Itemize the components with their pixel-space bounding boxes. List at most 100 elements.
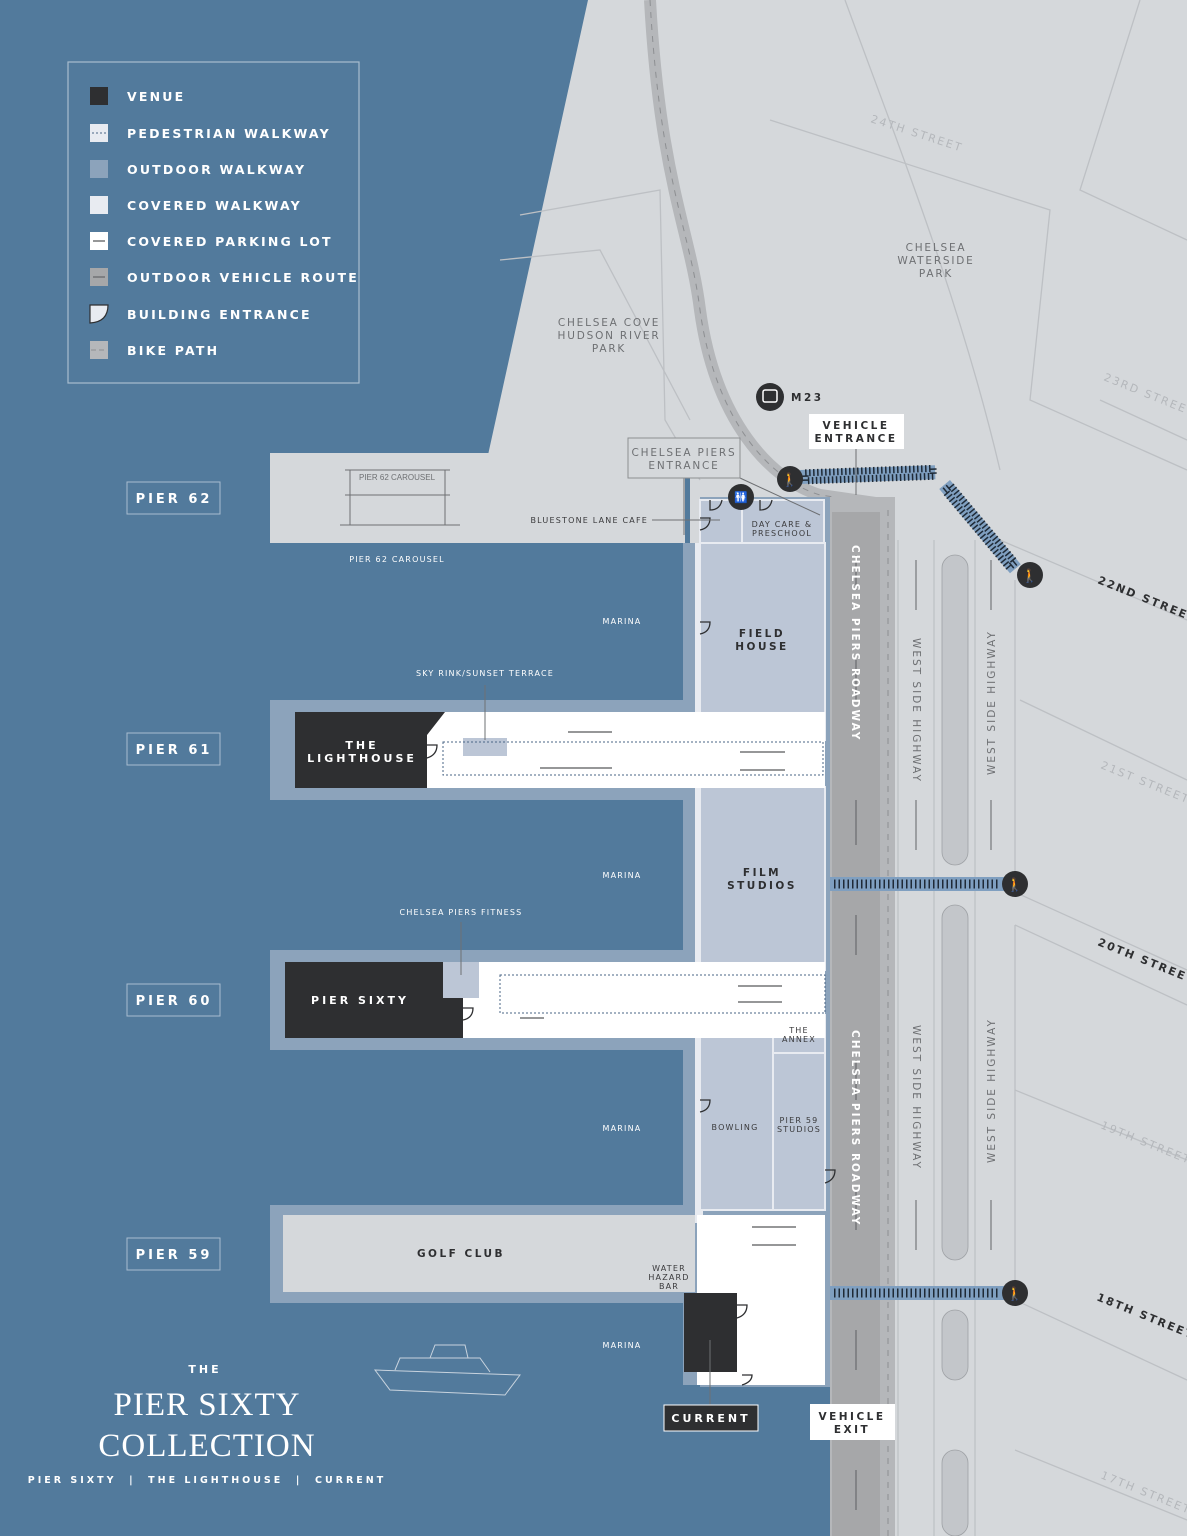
chelsea-piers-entrance-box bbox=[627, 437, 741, 479]
svg-text:PIER SIXTY | THE LIGHTHOUSE: PIER SIXTY | THE LIGHTHOUSE | CURRENT bbox=[28, 1475, 386, 1486]
roadway-label: CHELSEA PIERS ROADWAY bbox=[849, 545, 861, 741]
chelsea-piers-entrance-2: ENTRANCE bbox=[648, 460, 719, 472]
vehicle-exit-1: VEHICLE bbox=[818, 1411, 885, 1423]
outdoor-walkway-swatch bbox=[90, 160, 108, 178]
svg-text:BUILDING ENTRANCE: BUILDING ENTRANCE bbox=[127, 307, 312, 322]
pier-sixty-venue bbox=[285, 962, 463, 1038]
water-hazard-label-1: WATER bbox=[652, 1264, 686, 1273]
waterside-park-label-2: WATERSIDE bbox=[897, 255, 974, 267]
building-entrance-icons bbox=[426, 499, 836, 1386]
venue-swatch bbox=[90, 87, 108, 105]
pier-59-studios-label-2: STUDIOS bbox=[777, 1125, 821, 1134]
brand-logo: THE PIER SIXTY COLLECTION PIER SIXTY | T… bbox=[28, 1363, 386, 1486]
day-care-label-2: PRESCHOOL bbox=[752, 529, 812, 538]
pier-59-label: PIER 59 bbox=[136, 1248, 213, 1263]
parking-arrows bbox=[520, 731, 796, 1246]
svg-text:🚶: 🚶 bbox=[1007, 877, 1023, 892]
svg-text:OUTDOOR WALKWAY: OUTDOOR WALKWAY bbox=[127, 162, 306, 177]
svg-text:PIER SIXTY: PIER SIXTY bbox=[114, 1387, 301, 1423]
annex-label-1: THE bbox=[788, 1026, 809, 1035]
bus-icon bbox=[756, 383, 784, 411]
crosswalks bbox=[800, 464, 1021, 1300]
lighthouse-label-2: LIGHTHOUSE bbox=[307, 752, 417, 765]
chelsea-cove-label-2: HUDSON RIVER bbox=[558, 330, 661, 342]
pedestrian-crossing-icon: 🚶 🚶 🚶 🚶 bbox=[777, 466, 1043, 1306]
roadway-label: CHELSEA PIERS ROADWAY bbox=[849, 1030, 861, 1226]
svg-text:BIKE PATH: BIKE PATH bbox=[127, 343, 219, 358]
field-house-building bbox=[699, 542, 826, 741]
svg-text:🚶: 🚶 bbox=[782, 472, 798, 487]
waterside-park-label-1: CHELSEA bbox=[906, 242, 967, 254]
pier-60-label: PIER 60 bbox=[136, 994, 213, 1009]
sky-rink-label: SKY RINK/SUNSET TERRACE bbox=[416, 669, 554, 678]
svg-text:PIER 62 CAROUSEL: PIER 62 CAROUSEL bbox=[359, 473, 436, 482]
highway-lines bbox=[897, 540, 976, 1536]
highway-label: WEST SIDE HIGHWAY bbox=[910, 1025, 922, 1170]
bowling-building bbox=[699, 1014, 774, 1211]
water-hazard-label-2: HAZARD bbox=[648, 1273, 689, 1282]
field-house-label-1: FIELD bbox=[739, 628, 785, 640]
svg-text:COVERED PARKING LOT: COVERED PARKING LOT bbox=[127, 234, 333, 249]
day-care-building bbox=[741, 499, 825, 544]
vehicle-entrance-box bbox=[809, 414, 904, 449]
legend-box bbox=[67, 61, 360, 384]
pier-59-studios-label-1: PIER 59 bbox=[780, 1116, 819, 1125]
current-label-box bbox=[663, 1404, 759, 1432]
chelsea-cove-label-1: CHELSEA COVE bbox=[558, 317, 660, 329]
marina-label: MARINA bbox=[603, 1124, 642, 1133]
marina-label: MARINA bbox=[603, 1341, 642, 1350]
leader-lines bbox=[460, 448, 857, 1405]
ship-illustration bbox=[373, 1344, 521, 1396]
dashed-line-swatch bbox=[90, 124, 108, 142]
chelsea-cove-label-3: PARK bbox=[592, 343, 626, 355]
film-studios-label-2: STUDIOS bbox=[727, 880, 797, 892]
legend: VENUE PEDESTRIAN WALKWAY OUTDOOR WALKWAY… bbox=[89, 87, 359, 359]
svg-text:🚶: 🚶 bbox=[1007, 1286, 1023, 1301]
marina-label: MARINA bbox=[603, 871, 642, 880]
tree-median bbox=[941, 554, 969, 1536]
golf-club-label: GOLF CLUB bbox=[417, 1248, 505, 1260]
svg-text:VENUE: VENUE bbox=[127, 89, 185, 104]
vehicle-route-arrows bbox=[855, 555, 992, 1510]
highway-label: WEST SIDE HIGHWAY bbox=[986, 630, 998, 775]
sky-rink bbox=[463, 738, 507, 756]
svg-text:PEDESTRIAN WALKWAY: PEDESTRIAN WALKWAY bbox=[127, 126, 331, 141]
pier-62-label: PIER 62 bbox=[136, 492, 213, 507]
water-hazard-bar bbox=[630, 1215, 695, 1292]
vehicle-exit-box bbox=[810, 1404, 895, 1440]
pier-62-label-box bbox=[126, 481, 221, 515]
svg-text:COLLECTION: COLLECTION bbox=[98, 1428, 315, 1464]
svg-text:COVERED WALKWAY: COVERED WALKWAY bbox=[127, 198, 302, 213]
pier-59-studios-building bbox=[772, 1052, 826, 1211]
day-care-label-1: DAY CARE & bbox=[752, 520, 813, 529]
film-studios-building bbox=[699, 786, 826, 971]
pier-62 bbox=[270, 453, 685, 543]
carousel-illustration: PIER 62 CAROUSEL bbox=[340, 469, 460, 526]
covered-walkway-swatch bbox=[90, 196, 108, 214]
highway-label: WEST SIDE HIGHWAY bbox=[910, 638, 922, 783]
vehicle-entrance-2: ENTRANCE bbox=[815, 433, 898, 445]
street-lines bbox=[499, 0, 1187, 1521]
chelsea-piers-entrance-1: CHELSEA PIERS bbox=[632, 447, 737, 459]
highway-label: WEST SIDE HIGHWAY bbox=[986, 1018, 998, 1163]
field-house-label-2: HOUSE bbox=[735, 641, 788, 653]
waterside-park-label-3: PARK bbox=[919, 268, 953, 280]
door-swing-icon bbox=[89, 304, 109, 324]
golf-club bbox=[283, 1215, 630, 1292]
bowling-label: BOWLING bbox=[712, 1123, 759, 1132]
vehicle-exit-2: EXIT bbox=[834, 1424, 870, 1436]
svg-text:OUTDOOR VEHICLE ROUTE: OUTDOOR VEHICLE ROUTE bbox=[127, 270, 359, 285]
water-hazard-label-3: BAR bbox=[659, 1282, 679, 1291]
annex-label-2: ANNEX bbox=[782, 1035, 816, 1044]
current-label: CURRENT bbox=[671, 1412, 750, 1425]
restroom-icon bbox=[728, 484, 754, 510]
fitness-label: CHELSEA PIERS FITNESS bbox=[400, 908, 523, 917]
pier-sixty-label: PIER SIXTY bbox=[311, 994, 409, 1007]
pier-61-label: PIER 61 bbox=[136, 743, 213, 758]
carousel-label: PIER 62 CAROUSEL bbox=[349, 555, 445, 564]
svg-text:THE: THE bbox=[188, 1363, 221, 1376]
svg-text:🚶: 🚶 bbox=[1022, 568, 1038, 583]
lighthouse-label-1: THE bbox=[345, 739, 378, 752]
the-lighthouse-venue bbox=[295, 712, 445, 788]
